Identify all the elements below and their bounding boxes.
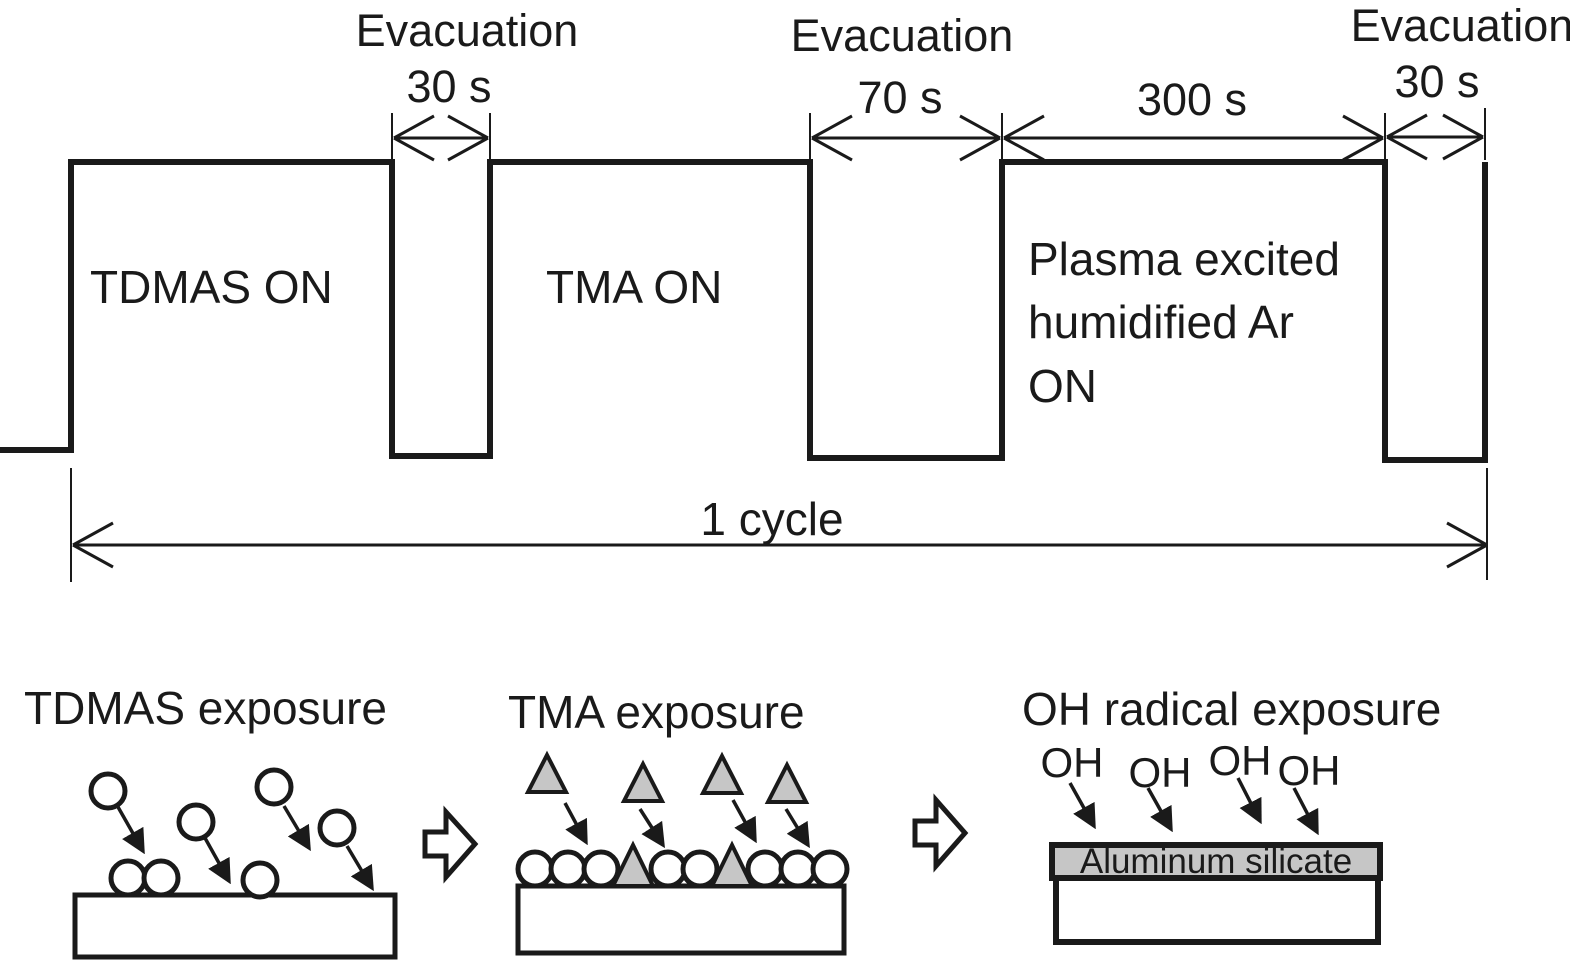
tdmas-on-label: TDMAS ON	[90, 261, 333, 313]
evac3-label: Evacuation	[1350, 0, 1570, 51]
adsorbed-circle	[515, 849, 555, 889]
tma-triangle	[699, 751, 745, 795]
precursor-circle	[317, 808, 357, 848]
step1-title: TDMAS exposure	[24, 682, 388, 734]
surface-monolayer	[515, 840, 850, 889]
tma-panel-graphics	[515, 750, 850, 956]
plasma-on-label: Plasma excited humidified Ar ON	[1028, 233, 1340, 412]
tma-falling-triangles	[524, 750, 810, 804]
evac3-duration: 30 s	[1394, 56, 1480, 107]
deposition-arrows	[563, 799, 810, 849]
oh-label-1: OH	[1040, 739, 1104, 786]
oh-arrows	[1068, 777, 1319, 836]
tma-on-label: TMA ON	[546, 261, 723, 313]
adsorbed-circle	[108, 858, 148, 898]
step3-title: OH radical exposure	[1022, 683, 1442, 735]
substrate-rect	[515, 883, 847, 956]
adsorbed-circle	[581, 849, 621, 889]
oh-label-3: OH	[1208, 737, 1272, 784]
evac2-label: Evacuation	[790, 10, 1014, 61]
guide-lines	[70, 108, 1488, 582]
step2-title: TMA exposure	[508, 686, 805, 738]
adsorbed-circle	[778, 849, 818, 889]
adsorbed-circle	[810, 849, 850, 889]
oh-label-4: OH	[1277, 747, 1341, 794]
evac2-duration: 70 s	[857, 72, 943, 123]
dim-arrow-evac3	[1386, 113, 1484, 161]
tma-triangle	[764, 760, 810, 804]
dimension-arrows	[72, 113, 1488, 569]
adsorbed-circle	[240, 860, 280, 900]
evac1-duration: 30 s	[406, 61, 492, 112]
oh-panel-graphics	[1049, 777, 1383, 945]
tma-triangle	[620, 759, 666, 803]
substrate-rect	[72, 892, 398, 960]
adsorbed-circle	[680, 849, 720, 889]
adsorbed-circle	[745, 849, 785, 889]
precursor-circle	[254, 767, 294, 807]
adsorbed-circle	[141, 858, 181, 898]
precursor-circle	[88, 771, 128, 811]
dim-arrow-evac1	[393, 114, 489, 162]
adsorbed-triangle	[609, 840, 657, 888]
dim-arrow-evac2	[811, 114, 1001, 162]
step-arrow-1-icon	[422, 805, 479, 884]
dim-arrow-plasma	[1003, 114, 1384, 162]
aluminum-silicate-layer	[1049, 842, 1383, 881]
deposition-arrows	[116, 805, 374, 892]
substrate-rect	[1053, 875, 1381, 945]
plasma-duration: 300 s	[1136, 74, 1248, 125]
oh-label-2: OH	[1128, 749, 1192, 796]
cycle-label: 1 cycle	[700, 493, 844, 545]
dim-arrow-cycle	[72, 521, 1488, 569]
aluminum-silicate-label: Aluminum silicate	[1079, 841, 1353, 881]
step-arrow-2-icon	[912, 793, 969, 873]
precursor-circles	[88, 767, 357, 900]
adsorbed-triangle	[708, 840, 756, 888]
evac1-label: Evacuation	[355, 5, 579, 56]
tdmas-panel-graphics	[72, 767, 398, 960]
adsorbed-circle	[648, 849, 688, 889]
adsorbed-circle	[548, 849, 588, 889]
tma-triangle	[524, 750, 570, 794]
precursor-circle	[176, 802, 216, 842]
